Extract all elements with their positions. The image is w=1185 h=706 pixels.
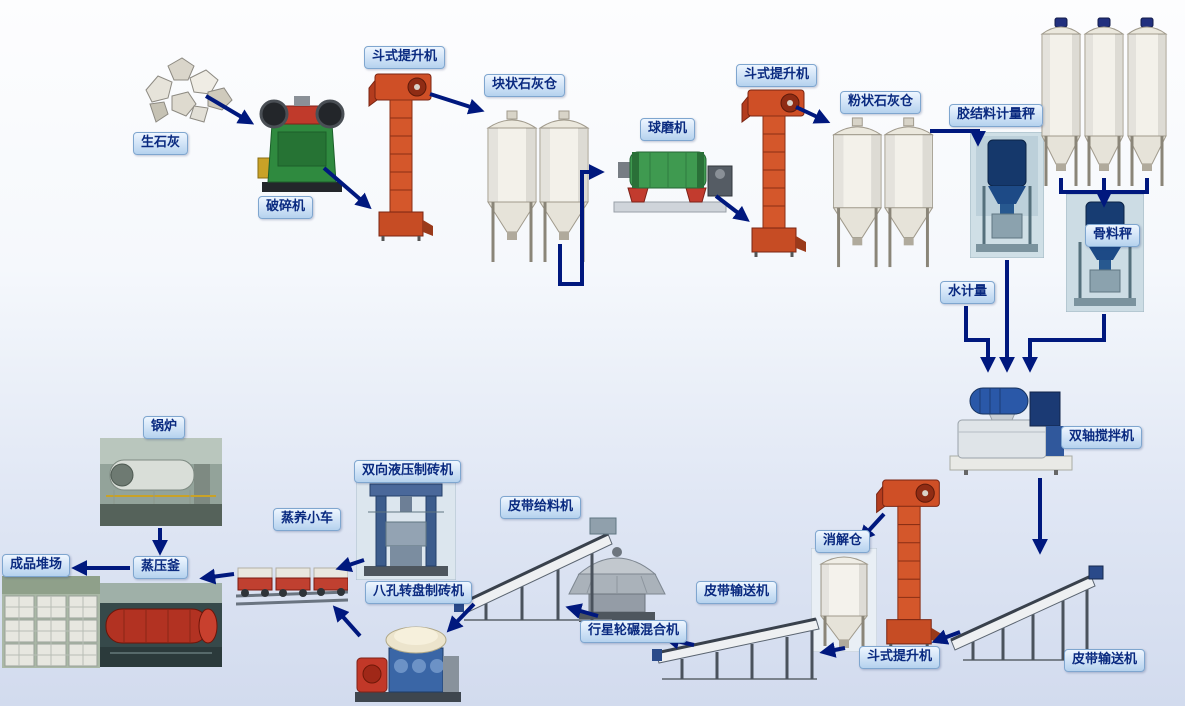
- label-planetary-mixer: 行星轮碾混合机: [580, 620, 688, 643]
- belt-conveyor-mid-illustration: [652, 593, 827, 685]
- label-bucket-elevator-3: 斗式提升机: [859, 646, 941, 669]
- label-rotary-brick-press: 八孔转盘制砖机: [365, 581, 473, 604]
- product-yard-photo: [2, 576, 100, 668]
- bucket-elevator-1-illustration: [366, 70, 438, 242]
- label-autoclave: 蒸压釜: [133, 556, 189, 579]
- quicklime-rocks-illustration: [138, 52, 238, 127]
- jaw-crusher-illustration: [256, 84, 348, 196]
- twin-shaft-mixer-illustration: [946, 376, 1076, 476]
- boiler-photo: [100, 438, 222, 526]
- label-crusher: 破碎机: [258, 196, 314, 219]
- label-boiler: 锅炉: [143, 416, 186, 439]
- label-powder-lime-silo: 粉状石灰仓: [840, 91, 922, 114]
- label-aggregate-scale: 骨料秤: [1085, 224, 1141, 247]
- autoclave-photo: [100, 583, 222, 667]
- label-binder-scale: 胶结料计量秤: [949, 104, 1044, 127]
- slaking-silo-photo: [811, 548, 877, 652]
- label-slaking-silo: 消解仓: [815, 530, 871, 553]
- label-lump-lime-silo: 块状石灰仓: [484, 74, 566, 97]
- binder-scale-photo: [970, 132, 1044, 258]
- label-hydraulic-brick-press: 双向液压制砖机: [354, 460, 462, 483]
- label-ball-mill: 球磨机: [640, 118, 696, 141]
- hydraulic-brick-press-photo: [356, 478, 456, 580]
- label-bucket-elevator-2: 斗式提升机: [736, 64, 818, 87]
- curing-trolley-illustration: [236, 546, 348, 608]
- label-belt-feeder: 皮带给料机: [500, 496, 582, 519]
- bucket-elevator-2-illustration: [740, 86, 810, 258]
- label-belt-conveyor-right: 皮带输送机: [1064, 649, 1146, 672]
- label-bucket-elevator-1: 斗式提升机: [364, 46, 446, 69]
- aggregate-silos-illustration: [1040, 16, 1168, 190]
- label-water-meter: 水计量: [940, 281, 996, 304]
- bucket-elevator-3-illustration: [866, 476, 954, 650]
- label-belt-conveyor-mid: 皮带输送机: [696, 581, 778, 604]
- powder-lime-silos-illustration: [831, 113, 935, 273]
- label-product-yard: 成品堆场: [2, 554, 71, 577]
- rotary-brick-press-illustration: [353, 616, 463, 706]
- ball-mill-illustration: [610, 136, 738, 216]
- label-quicklime: 生石灰: [133, 132, 189, 155]
- label-curing-trolley: 蒸养小车: [273, 508, 342, 531]
- label-twin-shaft-mixer: 双轴搅拌机: [1061, 426, 1143, 449]
